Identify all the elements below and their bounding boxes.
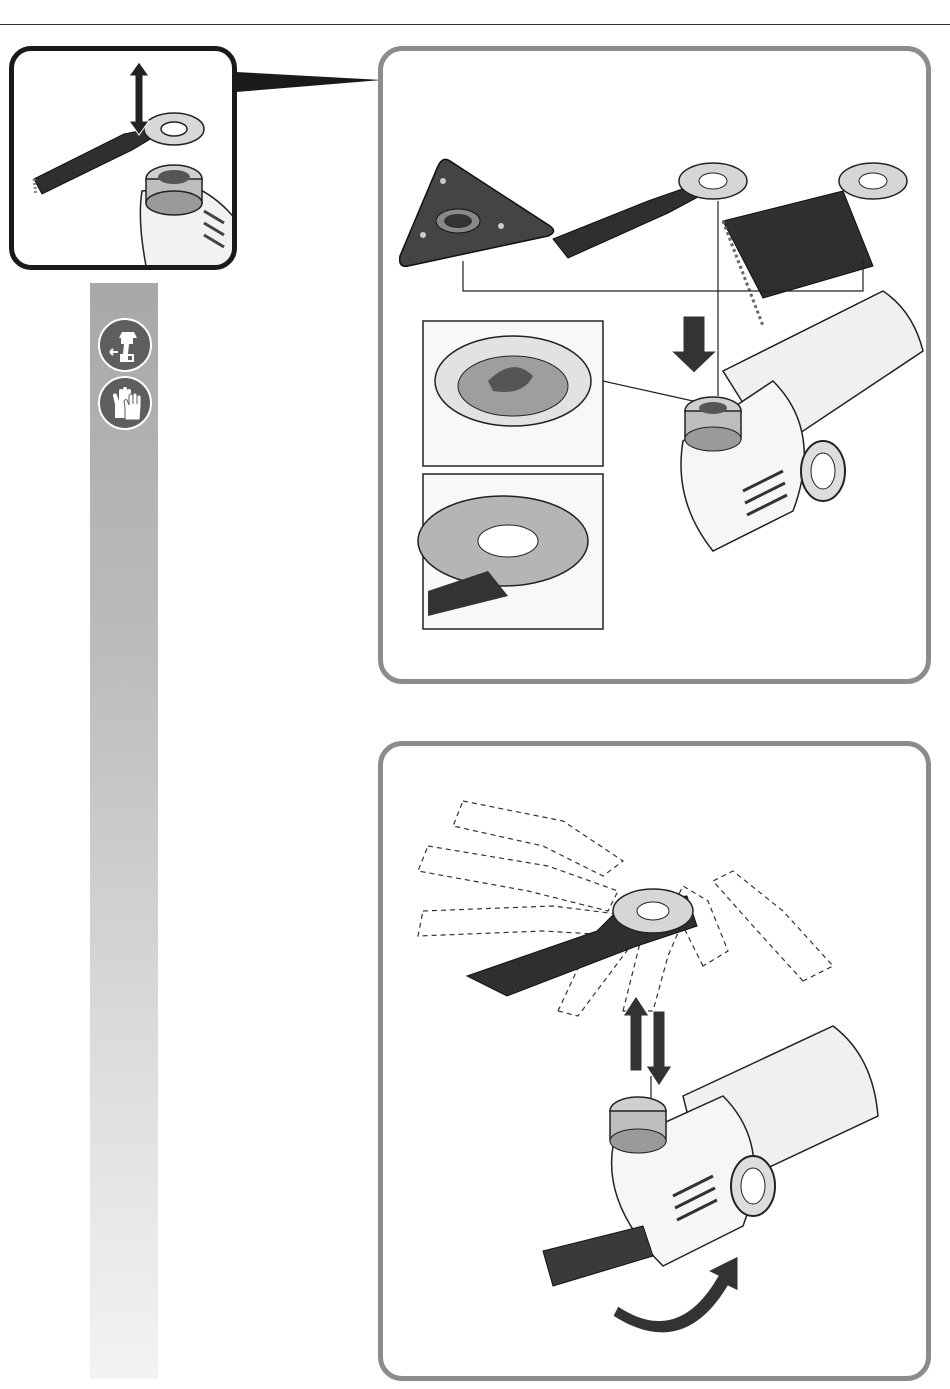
protective-gloves-icon bbox=[98, 376, 152, 430]
accessory-mount-figure bbox=[378, 46, 931, 684]
inset-detail-figure bbox=[9, 46, 237, 270]
angle-adjust-figure bbox=[378, 741, 931, 1381]
sidebar-bar bbox=[90, 283, 158, 1379]
top-rule bbox=[0, 24, 950, 25]
battery-removal-icon bbox=[98, 318, 152, 372]
